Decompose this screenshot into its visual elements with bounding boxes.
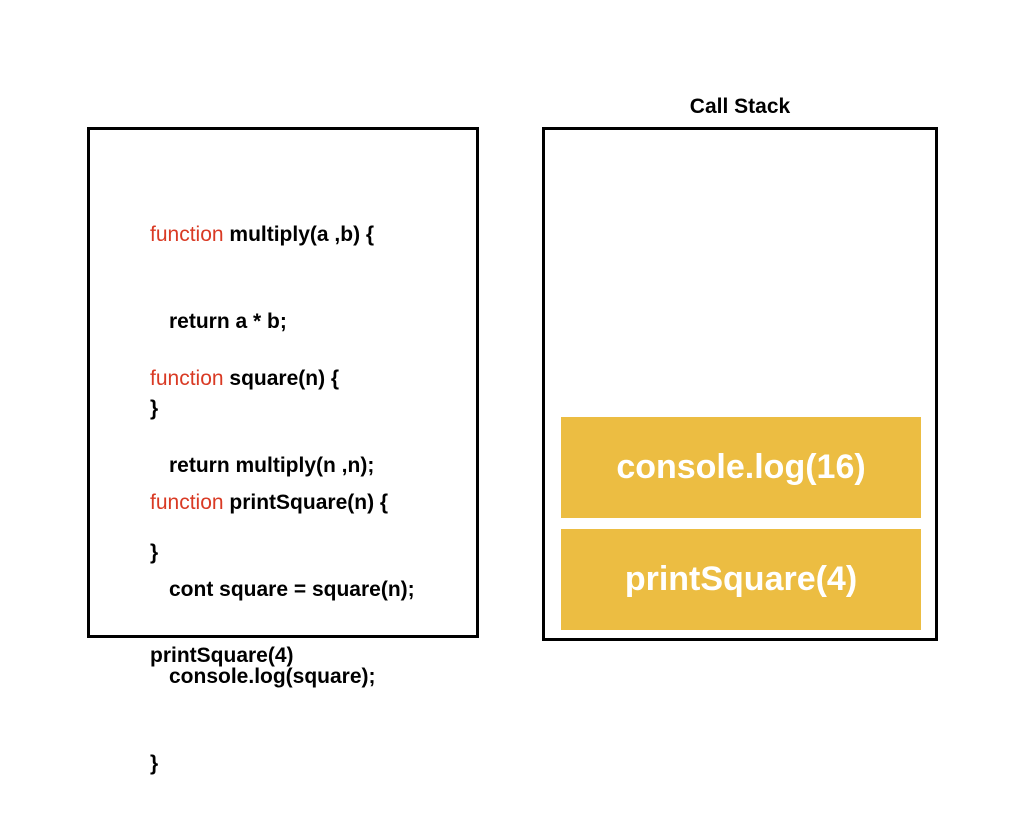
print-square-signature: printSquare(n) {	[223, 491, 389, 514]
square-body-line: return multiply(n ,n);	[169, 454, 375, 477]
call-stack-title: Call Stack	[689, 95, 791, 118]
multiply-signature: multiply(a ,b) {	[223, 223, 375, 246]
print-square-body-line-2: console.log(square);	[169, 665, 376, 688]
stack-frame-console-log: console.log(16)	[561, 417, 921, 518]
call-stack-panel: console.log(16) printSquare(4)	[542, 127, 938, 641]
multiply-body-line: return a * b;	[169, 310, 287, 333]
code-panel: function multiply(a ,b) { return a * b; …	[87, 127, 479, 775]
multiply-close-brace: }	[150, 397, 159, 420]
print-square-body-line-1: cont square = square(n);	[169, 578, 415, 601]
stack-frame-label: console.log(16)	[616, 448, 866, 486]
print-square-close-brace: }	[150, 752, 159, 775]
square-signature-line: function square(n) {	[150, 364, 374, 393]
function-keyword: function	[150, 223, 224, 246]
print-square-function-block: function printSquare(n) { cont square = …	[150, 430, 415, 836]
multiply-signature-line: function multiply(a ,b) {	[150, 220, 374, 249]
function-keyword: function	[150, 491, 224, 514]
print-square-signature-line: function printSquare(n) {	[150, 488, 415, 517]
function-keyword: function	[150, 367, 224, 390]
multiply-function-block: function multiply(a ,b) { return a * b; …	[150, 162, 374, 481]
square-close-brace: }	[150, 541, 159, 564]
stack-frame-print-square: printSquare(4)	[561, 529, 921, 630]
print-square-call-block: printSquare(4)	[150, 583, 294, 728]
print-square-call-line: printSquare(4)	[150, 644, 294, 667]
square-function-block: function square(n) { return multiply(n ,…	[150, 306, 374, 625]
stack-frame-label: printSquare(4)	[624, 560, 858, 598]
square-signature: square(n) {	[223, 367, 340, 390]
